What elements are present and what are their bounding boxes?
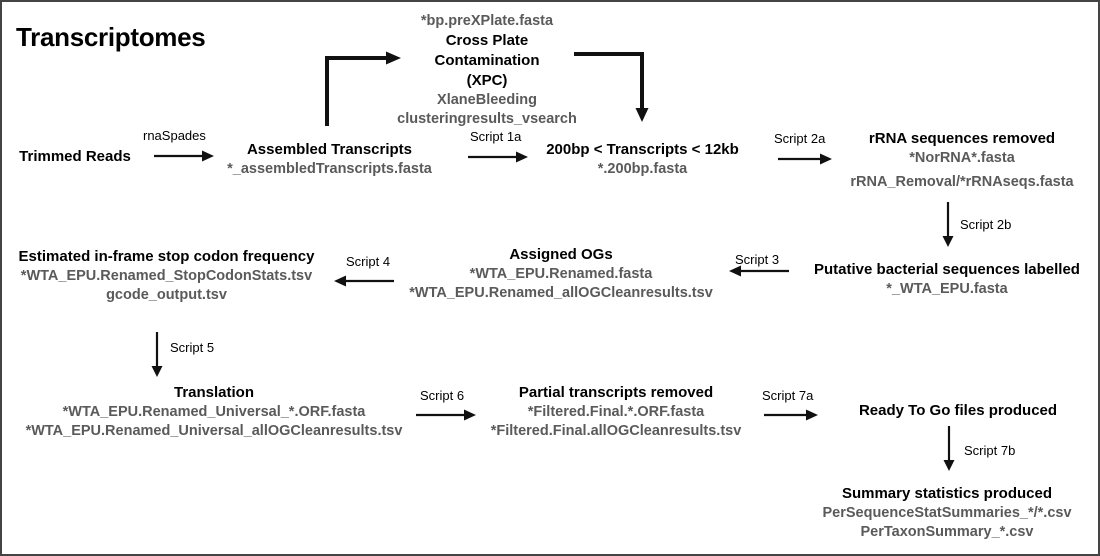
- node-assigned-ogs-file-1: *WTA_EPU.Renamed_allOGCleanresults.tsv: [409, 285, 713, 302]
- node-bacterial-labelled-file-0: *_WTA_EPU.fasta: [886, 280, 1008, 297]
- edge-label-script-3: Script 3: [735, 252, 780, 267]
- node-xpc-file-top: *bp.preXPlate.fasta: [420, 13, 554, 29]
- node-xpc-file-1: clusteringresults_vsearch: [397, 111, 577, 128]
- node-summary-statistics-title: Summary statistics produced: [841, 485, 1053, 502]
- node-assembled-transcripts-file-0: *_assembledTranscripts.fasta: [227, 160, 432, 177]
- node-summary-statistics: Summary statistics produced PerSequenceS…: [802, 484, 1092, 543]
- node-xpc-file-0: XlaneBleeding: [437, 92, 537, 109]
- node-length-filter-title: 200bp < Transcripts < 12kb: [546, 141, 739, 158]
- node-rrna-removed-file-1: rRNA_Removal/*rRNAseqs.fasta: [850, 174, 1074, 191]
- node-partial-transcripts-removed-file-1: *Filtered.Final.allOGCleanresults.tsv: [490, 423, 742, 440]
- arrow-trimmed-to-assembled: [154, 150, 214, 162]
- edge-label-script-1a: Script 1a: [470, 129, 522, 144]
- edge-label-rnaspades: rnaSpades: [143, 128, 206, 143]
- node-rrna-removed-title: rRNA sequences removed: [868, 130, 1056, 147]
- arrow-lengthfilter-to-rrna: [778, 153, 832, 165]
- node-ready-to-go-title: Ready To Go files produced: [858, 402, 1058, 419]
- edge-label-script-2b: Script 2b: [960, 217, 1012, 232]
- node-length-filter: 200bp < Transcripts < 12kb *.200bp.fasta: [530, 140, 755, 179]
- arrow-partial-to-readytogo: [764, 409, 818, 421]
- node-summary-statistics-file-1: PerTaxonSummary_*.csv: [860, 524, 1034, 541]
- node-assembled-transcripts: Assembled Transcripts *_assembledTranscr…: [207, 140, 452, 179]
- node-partial-transcripts-removed: Partial transcripts removed *Filtered.Fi…: [476, 383, 756, 442]
- edge-label-script-6: Script 6: [420, 388, 465, 403]
- node-length-filter-file-0: *.200bp.fasta: [597, 160, 688, 177]
- edge-label-script-4: Script 4: [346, 254, 391, 269]
- arrow-translation-to-partial: [416, 409, 476, 421]
- edge-label-script-2a: Script 2a: [774, 131, 826, 146]
- node-assigned-ogs-title: Assigned OGs: [509, 246, 613, 263]
- node-xpc-title-line1: Cross Plate: [445, 32, 529, 50]
- node-bacterial-labelled: Putative bacterial sequences labelled *_…: [802, 260, 1092, 299]
- edge-label-script-5: Script 5: [170, 340, 215, 355]
- arrow-assembled-to-xpc: [325, 51, 401, 126]
- page-title: Transcriptomes: [16, 22, 206, 52]
- node-summary-statistics-file-0: PerSequenceStatSummaries_*/*.csv: [822, 504, 1072, 521]
- node-assigned-ogs: Assigned OGs *WTA_EPU.Renamed.fasta *WTA…: [401, 245, 721, 304]
- node-translation-file-1: *WTA_EPU.Renamed_Universal_allOGCleanres…: [25, 423, 403, 440]
- edge-label-script-7b: Script 7b: [964, 443, 1016, 458]
- node-rrna-removed-file-0: *NorRNA*.fasta: [909, 149, 1015, 166]
- arrow-rrna-to-bacterial: [942, 202, 954, 247]
- node-translation: Translation *WTA_EPU.Renamed_Universal_*…: [4, 383, 424, 442]
- node-stop-codon-frequency-title: Estimated in-frame stop codon frequency: [18, 248, 315, 265]
- node-xpc-title-line3: (XPC): [466, 72, 508, 90]
- node-stop-codon-frequency-file-0: *WTA_EPU.Renamed_StopCodonStats.tsv: [20, 267, 313, 284]
- arrow-bacterial-to-assignedogs: [729, 265, 789, 277]
- node-stop-codon-frequency: Estimated in-frame stop codon frequency …: [4, 247, 329, 306]
- node-xpc-title-line2: Contamination: [434, 52, 540, 70]
- arrow-readytogo-to-summary: [943, 426, 955, 471]
- node-trimmed-reads-title: Trimmed Reads: [19, 148, 131, 165]
- node-bacterial-labelled-title: Putative bacterial sequences labelled: [814, 261, 1080, 278]
- node-partial-transcripts-removed-title: Partial transcripts removed: [518, 384, 714, 401]
- node-assigned-ogs-file-0: *WTA_EPU.Renamed.fasta: [469, 265, 653, 282]
- arrow-assignedogs-to-stopcodon: [334, 275, 394, 287]
- node-ready-to-go: Ready To Go files produced: [824, 401, 1092, 421]
- node-translation-file-0: *WTA_EPU.Renamed_Universal_*.ORF.fasta: [62, 403, 366, 420]
- node-stop-codon-frequency-file-1: gcode_output.tsv: [106, 287, 227, 304]
- node-rrna-removed: rRNA sequences removed *NorRNA*.fasta rR…: [832, 129, 1092, 193]
- arrow-stopcodon-to-translation: [151, 332, 163, 377]
- arrow-assembled-to-lengthfilter: [468, 151, 528, 163]
- node-translation-title: Translation: [173, 384, 255, 401]
- node-assembled-transcripts-title: Assembled Transcripts: [246, 141, 413, 158]
- arrow-xpc-to-lengthfilter: [574, 52, 649, 122]
- node-trimmed-reads: Trimmed Reads: [2, 147, 148, 167]
- node-cross-plate-contamination: *bp.preXPlate.fasta Cross Plate Contamin…: [387, 12, 587, 130]
- edge-label-script-7a: Script 7a: [762, 388, 814, 403]
- node-partial-transcripts-removed-file-0: *Filtered.Final.*.ORF.fasta: [527, 403, 705, 420]
